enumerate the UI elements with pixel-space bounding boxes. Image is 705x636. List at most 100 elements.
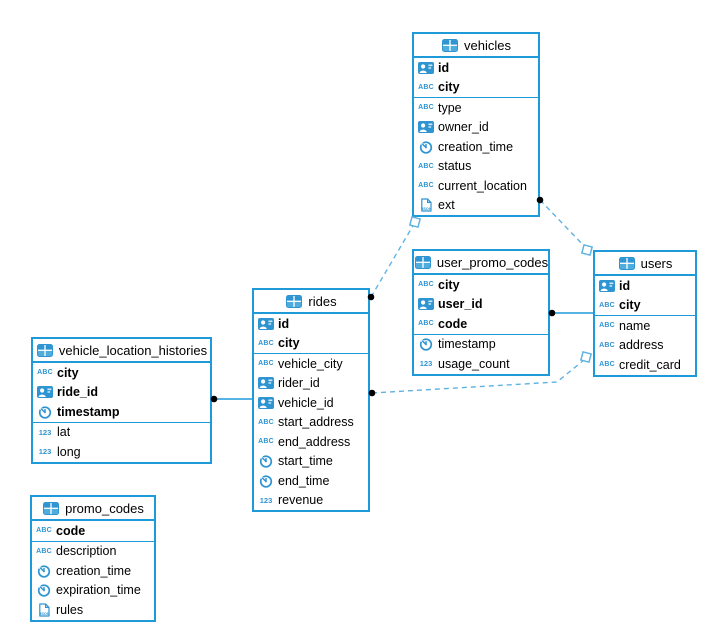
column-name: credit_card <box>619 357 681 372</box>
column-row-rules[interactable]: JSON rules <box>32 600 154 620</box>
column-name: usage_count <box>438 356 510 371</box>
text-type-icon: ABC <box>36 527 52 535</box>
text-type-icon: ABC <box>599 361 615 369</box>
column-row-user_id[interactable]: user_id <box>414 295 548 315</box>
column-name: rider_id <box>278 376 320 391</box>
column-row-credit_card[interactable]: ABC credit_card <box>595 355 695 375</box>
table-icon <box>618 256 636 270</box>
column-row-end_address[interactable]: ABC end_address <box>254 432 368 452</box>
column-row-creation_time[interactable]: creation_time <box>414 137 538 157</box>
column-row-ride_id[interactable]: ride_id <box>33 383 210 403</box>
column-name: city <box>619 298 641 313</box>
column-row-id[interactable]: id <box>254 314 368 334</box>
table-header[interactable]: vehicle_location_histories <box>33 339 210 363</box>
column-row-rider_id[interactable]: rider_id <box>254 374 368 394</box>
column-row-city[interactable]: ABC city <box>254 334 368 354</box>
time-type-icon <box>417 337 435 351</box>
text-type-icon: ABC <box>418 281 434 289</box>
text-type-icon: ABC <box>258 438 274 446</box>
column-row-expiration_time[interactable]: expiration_time <box>32 581 154 601</box>
table-header[interactable]: rides <box>254 290 368 314</box>
column-name: timestamp <box>438 337 496 352</box>
text-type-icon: ABC <box>418 162 434 170</box>
text-type-icon: ABC <box>599 301 615 309</box>
column-name: owner_id <box>438 120 489 135</box>
column-name: end_address <box>278 434 351 449</box>
text-type-icon: ABC <box>37 369 53 377</box>
column-row-id[interactable]: id <box>414 58 538 78</box>
id-type-icon <box>417 298 435 311</box>
column-row-timestamp[interactable]: timestamp <box>414 335 548 355</box>
column-row-start_time[interactable]: start_time <box>254 452 368 472</box>
table-name: users <box>640 255 673 271</box>
table-header[interactable]: users <box>595 252 695 276</box>
column-name: vehicle_id <box>278 395 334 410</box>
column-name: id <box>438 60 450 75</box>
svg-text:JSON: JSON <box>421 207 432 211</box>
table-name: user_promo_codes <box>436 254 549 270</box>
column-row-vehicle_city[interactable]: ABC vehicle_city <box>254 354 368 374</box>
column-name: city <box>438 80 460 95</box>
column-row-creation_time[interactable]: creation_time <box>32 561 154 581</box>
text-type-icon: ABC <box>599 322 615 330</box>
column-row-city[interactable]: ABC city <box>595 296 695 316</box>
table-icon <box>36 343 54 357</box>
column-name: end_time <box>278 473 330 488</box>
column-name: current_location <box>438 178 527 193</box>
column-row-end_time[interactable]: end_time <box>254 471 368 491</box>
column-name: revenue <box>278 493 324 508</box>
time-type-icon <box>35 583 53 597</box>
table-name: rides <box>308 293 337 309</box>
column-name: rules <box>56 602 84 617</box>
column-row-vehicle_id[interactable]: vehicle_id <box>254 393 368 413</box>
text-type-icon: ABC <box>258 360 274 368</box>
id-type-icon <box>417 61 435 74</box>
column-row-owner_id[interactable]: owner_id <box>414 118 538 138</box>
column-row-timestamp[interactable]: timestamp <box>33 402 210 422</box>
column-name: creation_time <box>438 139 514 154</box>
time-type-icon <box>417 140 435 154</box>
text-type-icon: ABC <box>258 339 274 347</box>
column-name: type <box>438 100 462 115</box>
column-name: city <box>278 336 300 351</box>
table-header[interactable]: user_promo_codes <box>414 251 548 275</box>
table-header[interactable]: promo_codes <box>32 497 154 521</box>
table-header[interactable]: vehicles <box>414 34 538 58</box>
column-name: vehicle_city <box>278 356 343 371</box>
table-name: promo_codes <box>65 500 144 516</box>
table-icon <box>414 255 432 269</box>
svg-text:JSON: JSON <box>39 612 50 616</box>
json-type-icon: JSON <box>35 603 53 617</box>
column-name: code <box>438 316 468 331</box>
json-type-icon: JSON <box>417 198 435 212</box>
column-row-id[interactable]: id <box>595 276 695 296</box>
